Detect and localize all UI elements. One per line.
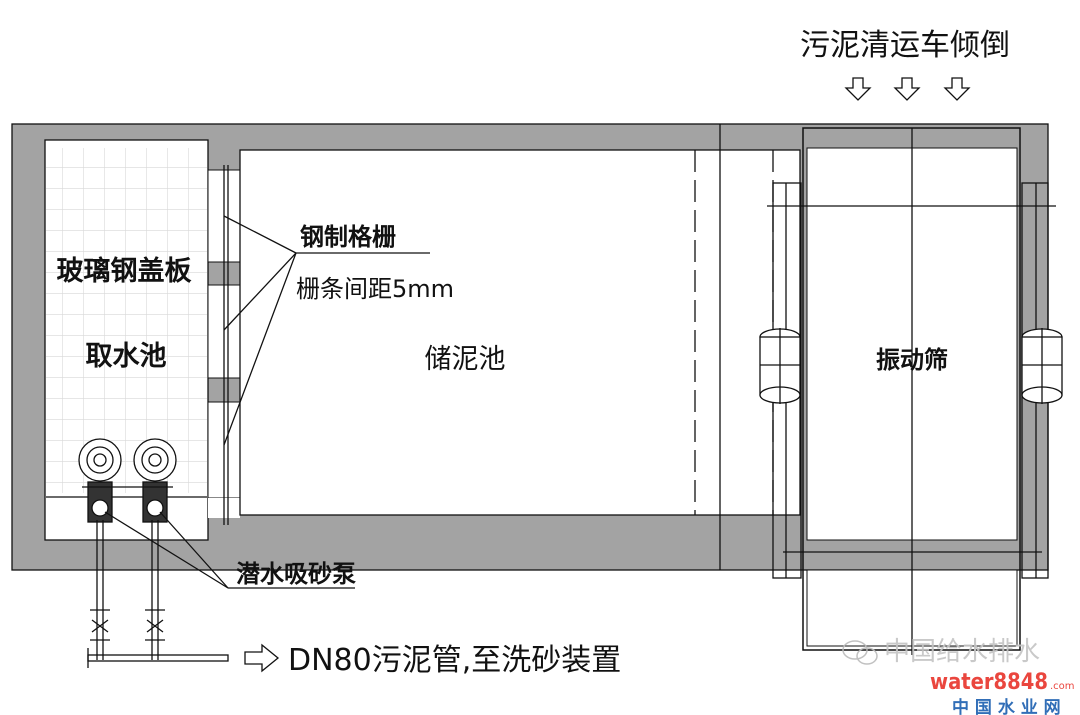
- brand-cn: 中 国 水 业 网: [952, 697, 1061, 715]
- pump-1: [78, 438, 122, 660]
- wechat-watermark: 中国给水排水: [884, 637, 1040, 667]
- grating: [207, 165, 241, 525]
- grating-leader: [223, 215, 430, 446]
- grating-label: 钢制格栅: [300, 223, 396, 251]
- pump-2: [133, 438, 177, 660]
- grating-spacing-label: 栅条间距5mm: [296, 275, 454, 303]
- motor-left: [759, 328, 801, 404]
- down-arrow-icon: [844, 77, 872, 101]
- motor-right: [1021, 328, 1063, 404]
- intake-pool-label: 取水池: [86, 341, 167, 372]
- cover-plate-label: 玻璃钢盖板: [57, 256, 192, 287]
- outlet-arrow-icon: [244, 643, 280, 673]
- vibrating-screen-label: 振动筛: [876, 346, 948, 374]
- down-arrow-icon: [943, 77, 971, 101]
- sludge-pool-label: 储泥池: [425, 344, 506, 375]
- pipe-label: DN80污泥管,至洗砂装置: [288, 643, 621, 678]
- sludge-pool: [239, 149, 801, 516]
- diagram-title: 污泥清运车倾倒: [800, 28, 1010, 63]
- vibrating-screen: [767, 127, 1056, 655]
- watermark: 中国给水排水 water8848 .com 中 国 水 业 网: [842, 637, 1075, 715]
- brand-suffix: .com: [1050, 681, 1075, 692]
- brand-logo: water8848: [930, 670, 1048, 695]
- cover-plate-grid: [46, 148, 207, 493]
- pump-label: 潜水吸砂泵: [236, 560, 356, 588]
- down-arrow-icon: [893, 77, 921, 101]
- pump-leader: [104, 511, 355, 589]
- dump-arrows: [844, 77, 971, 101]
